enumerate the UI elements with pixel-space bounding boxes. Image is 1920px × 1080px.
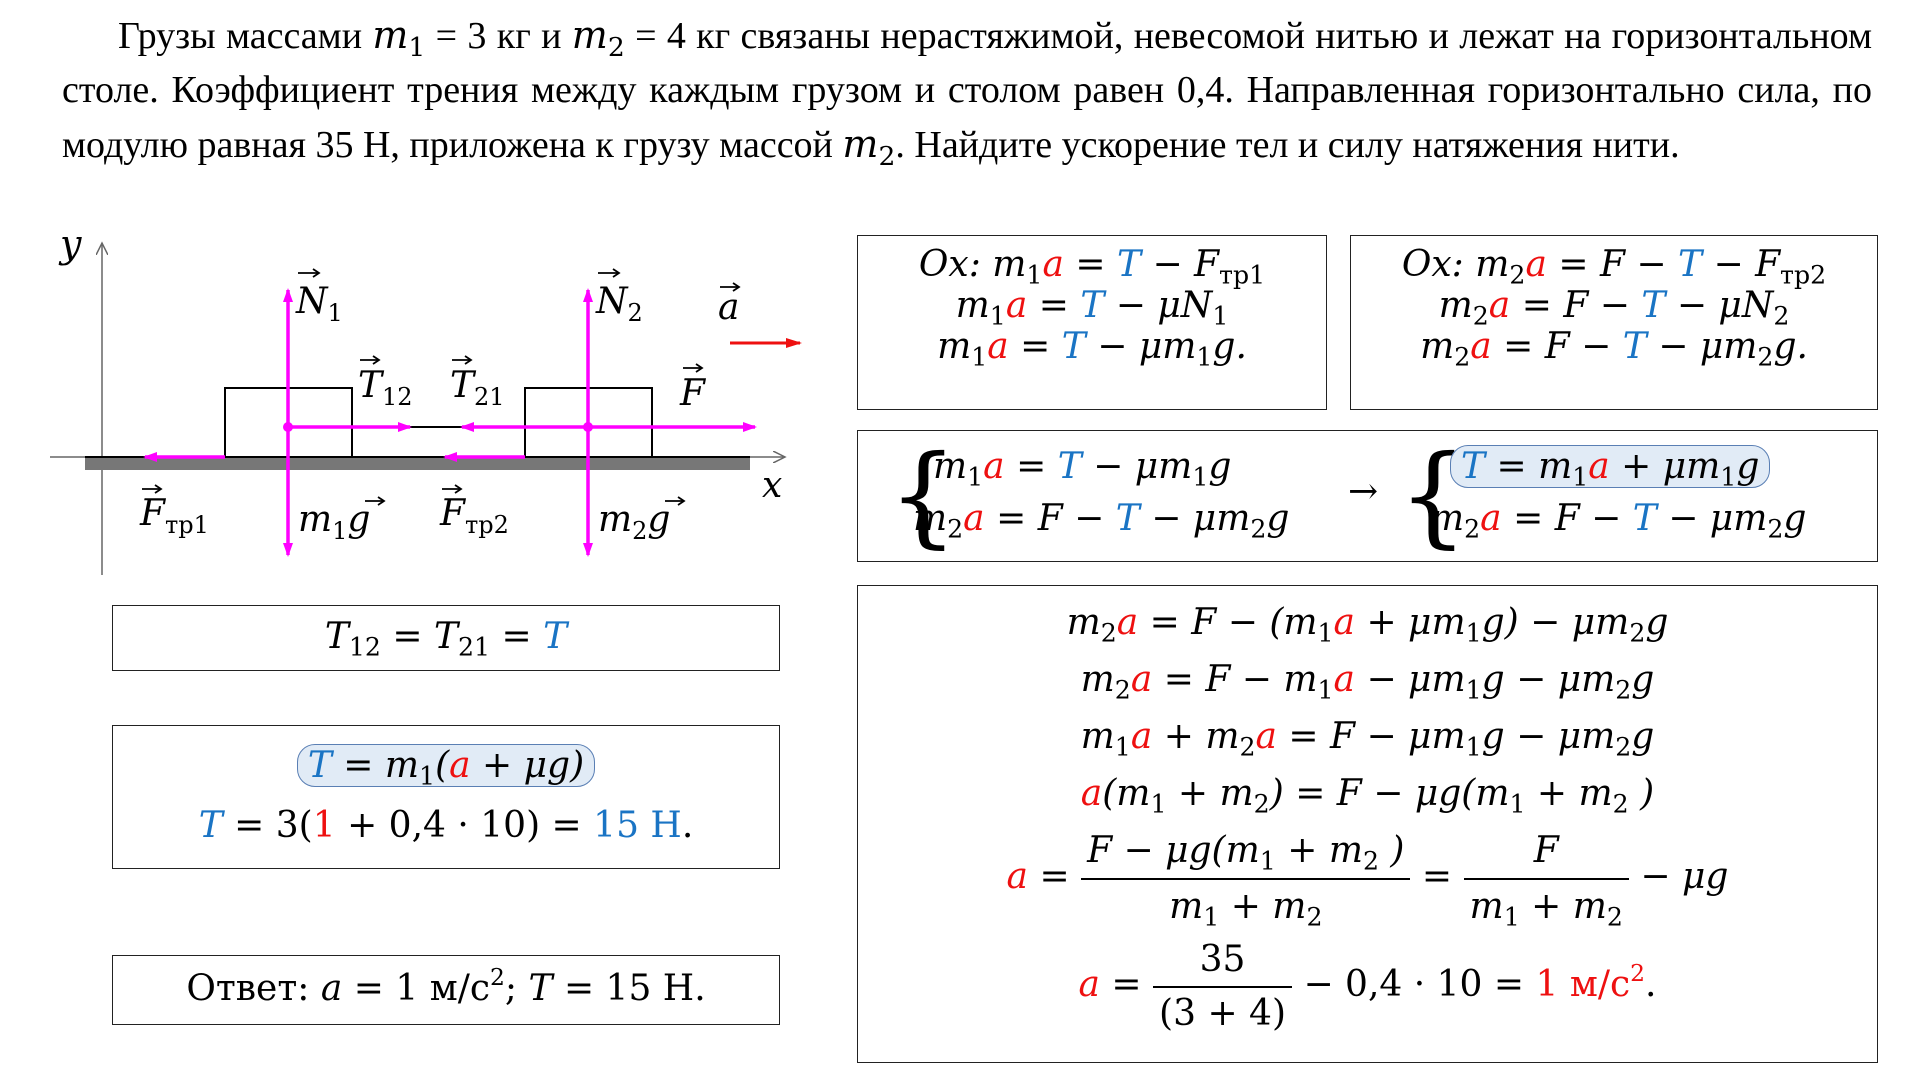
box-tension-equal: T12 = T21 = T bbox=[112, 605, 780, 671]
svg-text:F: F bbox=[679, 373, 707, 414]
svg-text:m2g: m2g bbox=[598, 499, 670, 545]
ox2-prefix: Ox: bbox=[1401, 244, 1464, 285]
x-axis-label: x bbox=[762, 465, 782, 506]
svg-text:Fтр2: Fтр2 bbox=[439, 493, 509, 539]
label-N1: N1 bbox=[295, 268, 343, 327]
box-ox-m1: Ox: m1a = T − Fтр1 m1a = T − μN1 m1a = T… bbox=[857, 235, 1327, 410]
label-m2g: m2g bbox=[598, 496, 686, 545]
label-T12: T12 bbox=[358, 355, 413, 411]
label-a: a bbox=[718, 282, 741, 328]
problem-statement: Грузы массами m1 = 3 кг и m2 = 4 кг связ… bbox=[62, 13, 1872, 172]
ox1-prefix: Ox: bbox=[918, 244, 981, 285]
force-diagram: y x N1 N2 T12 T21 F a Fтр1 bbox=[50, 225, 802, 575]
svg-text:T12: T12 bbox=[358, 365, 413, 411]
svg-text:m1g: m1g bbox=[298, 499, 370, 545]
label-m1g: m1g bbox=[298, 496, 386, 545]
label-F: F bbox=[679, 363, 707, 414]
label-Ftr2: Fтр2 bbox=[439, 484, 509, 539]
svg-text:N1: N1 bbox=[295, 281, 343, 327]
svg-text:N2: N2 bbox=[595, 281, 643, 327]
svg-text:Fтр1: Fтр1 bbox=[139, 493, 209, 539]
svg-text:a: a bbox=[718, 287, 739, 328]
box-derivation: m2a = F − (m1a + μm1g) − μm2g m2a = F − … bbox=[857, 585, 1878, 1063]
table-surface bbox=[85, 458, 750, 470]
box-answer: Ответ: a = 1 м/с2; T = 15 Н. bbox=[112, 955, 780, 1025]
box-ox-m2: Ox: m2a = F − T − Fтр2 m2a = F − T − μN2… bbox=[1350, 235, 1878, 410]
label-N2: N2 bbox=[595, 268, 643, 327]
label-T21: T21 bbox=[450, 355, 505, 411]
box-tension-calc: T = m1(a + μg) T = 3(1 + 0,4 · 10) = 15 … bbox=[112, 725, 780, 869]
box-system: { m1a = T − μm1g m2a = F − T − μm2g → { … bbox=[857, 430, 1878, 562]
y-axis-label: y bbox=[58, 225, 82, 266]
label-Ftr1: Fтр1 bbox=[139, 484, 209, 539]
svg-text:T21: T21 bbox=[450, 365, 505, 411]
